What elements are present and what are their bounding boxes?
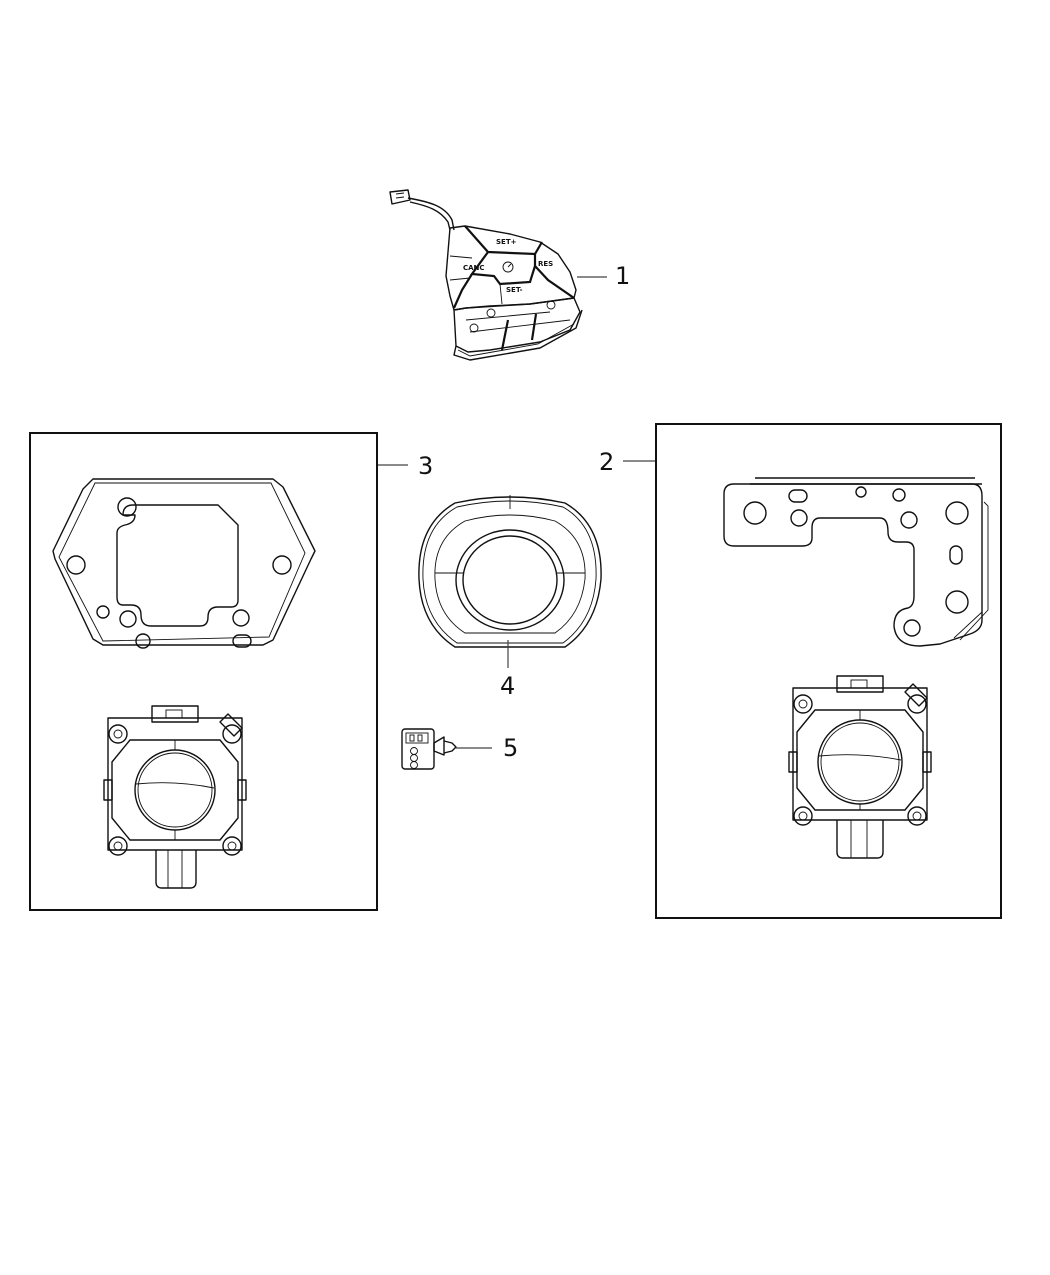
callout-1: 1 — [615, 262, 631, 290]
part-3-kit-box — [29, 432, 378, 911]
right-radar-sensor — [785, 670, 935, 860]
canc-label: CANC — [463, 264, 485, 272]
callout-2: 2 — [599, 448, 615, 476]
callout-4-leader — [507, 640, 509, 668]
part-1-steering-wheel-switch: SET+ CANC RES SET- — [370, 180, 640, 380]
left-radar-sensor — [100, 700, 250, 890]
part-5-push-pin-connector — [400, 725, 470, 770]
callout-5-leader — [456, 747, 492, 749]
right-sensor-bracket — [720, 470, 1000, 650]
switch-drawing: SET+ CANC RES SET- — [389, 189, 607, 361]
callout-3: 3 — [418, 452, 434, 480]
part-4-bezel-ring — [415, 495, 605, 655]
set-minus-label: SET- — [506, 286, 523, 294]
part-2-kit-box — [655, 423, 1002, 919]
callout-2-leader — [623, 460, 655, 462]
left-sensor-bracket — [45, 475, 316, 665]
callout-3-leader — [378, 464, 408, 466]
res-label: RES — [538, 260, 553, 268]
callout-5: 5 — [503, 734, 519, 762]
set-plus-label: SET+ — [496, 238, 517, 246]
callout-4: 4 — [500, 672, 516, 700]
